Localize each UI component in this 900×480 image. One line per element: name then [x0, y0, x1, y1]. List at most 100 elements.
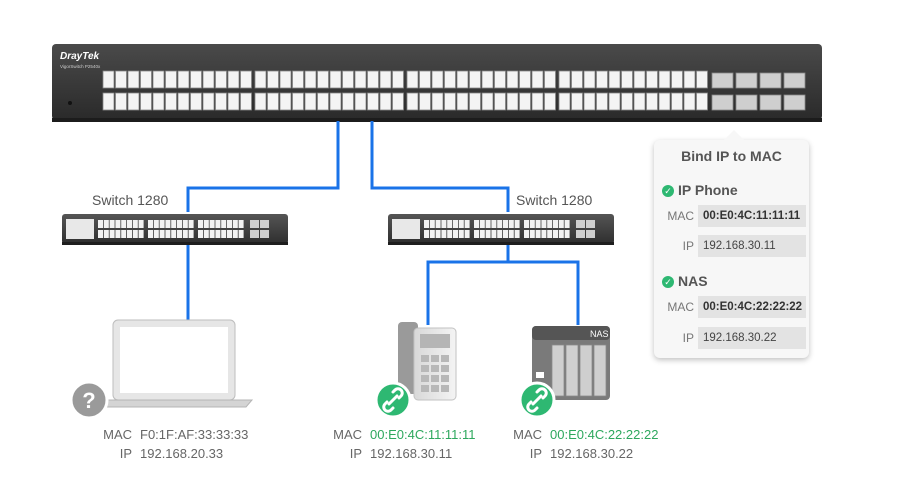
port: [435, 220, 441, 228]
port: [458, 220, 464, 228]
bind-ip-mac-panel: Bind IP to MAC ✓IP Phone MAC 00:E0:4C:11…: [654, 130, 809, 358]
port: [171, 230, 177, 238]
port: [240, 92, 252, 111]
nas-drive-bay: [565, 344, 579, 397]
port: [497, 220, 503, 228]
phone-key: [431, 385, 439, 392]
sfp-port: [711, 72, 734, 89]
phone-key: [431, 365, 439, 372]
core-switch-sfp-ports: [711, 72, 806, 111]
nas-ip: 192.168.30.22: [550, 446, 634, 461]
sfp-port: [576, 220, 585, 228]
port: [98, 220, 103, 228]
link-icon: [518, 381, 556, 419]
port: [481, 70, 494, 89]
port: [227, 70, 240, 89]
port: [152, 70, 165, 89]
link-switch-to-phone: [426, 244, 510, 325]
port: [491, 220, 497, 228]
port: [190, 92, 202, 111]
phone-key: [431, 355, 439, 362]
bind-row-nas-ip: IP 192.168.30.22: [660, 327, 806, 349]
phone-key: [421, 365, 429, 372]
port: [279, 70, 292, 89]
ip-phone: [398, 322, 457, 401]
port: [127, 70, 140, 89]
port: [519, 70, 531, 89]
port: [633, 92, 646, 111]
port: [188, 230, 194, 238]
port: [279, 92, 292, 111]
port: [109, 230, 115, 238]
bind-phone-ip-value: 192.168.30.11: [698, 235, 806, 257]
port: [121, 230, 127, 238]
port: [529, 220, 535, 228]
port: [596, 92, 608, 111]
port: [127, 92, 140, 111]
phone-ip: 192.168.30.11: [370, 446, 453, 461]
link-core-to-switch-left: [186, 121, 340, 212]
port: [165, 70, 177, 89]
bind-entry-nas: ✓NAS: [662, 273, 708, 289]
bind-nas-ip-value: 192.168.30.22: [698, 327, 806, 349]
port: [148, 220, 153, 228]
port: [683, 92, 696, 111]
sfp-port: [783, 94, 806, 111]
nas-led: [536, 372, 544, 378]
laptop-ip: 192.168.20.33: [140, 446, 224, 461]
port: [564, 230, 570, 238]
port: [221, 220, 227, 228]
bind-row-nas-mac: MAC 00:E0:4C:22:22:22: [660, 296, 806, 318]
port: [596, 70, 608, 89]
port: [406, 92, 419, 111]
port: [209, 230, 215, 238]
port: [367, 92, 379, 111]
port: [138, 220, 144, 228]
port: [469, 92, 481, 111]
laptop-mac: F0:1F:AF:33:33:33: [140, 427, 249, 442]
network-links: [186, 121, 580, 325]
port: [227, 230, 232, 238]
port: [215, 230, 221, 238]
port: [524, 220, 529, 228]
port: [558, 70, 571, 89]
port: [406, 70, 419, 89]
link-icon: [374, 381, 412, 419]
port: [547, 220, 553, 228]
port: [238, 220, 244, 228]
port: [138, 230, 144, 238]
port: [571, 92, 583, 111]
port: [182, 230, 188, 238]
port: [109, 220, 115, 228]
port: [232, 220, 238, 228]
laptop: [94, 319, 254, 408]
port: [683, 70, 696, 89]
port: [177, 230, 182, 238]
sfp-port: [260, 230, 269, 238]
port: [547, 230, 553, 238]
port: [329, 70, 342, 89]
port: [564, 220, 570, 228]
port: [464, 230, 470, 238]
port: [508, 220, 514, 228]
port: [238, 230, 244, 238]
port: [227, 92, 240, 111]
port: [506, 70, 519, 89]
phone-screen: [420, 334, 450, 348]
phone-key: [421, 355, 429, 362]
port: [429, 230, 435, 238]
port: [254, 92, 267, 111]
port: [646, 92, 658, 111]
port: [456, 70, 469, 89]
port: [456, 92, 469, 111]
port: [304, 92, 317, 111]
sfp-port: [759, 72, 782, 89]
port: [558, 92, 571, 111]
port: [571, 70, 583, 89]
switch-left-label: Switch 1280: [92, 192, 169, 208]
nas-drive-bay: [579, 344, 593, 397]
port: [267, 70, 279, 89]
bind-row-phone-mac: MAC 00:E0:4C:11:11:11: [660, 205, 806, 227]
bind-row-phone-ip: IP 192.168.30.11: [660, 235, 806, 257]
port: [541, 230, 547, 238]
